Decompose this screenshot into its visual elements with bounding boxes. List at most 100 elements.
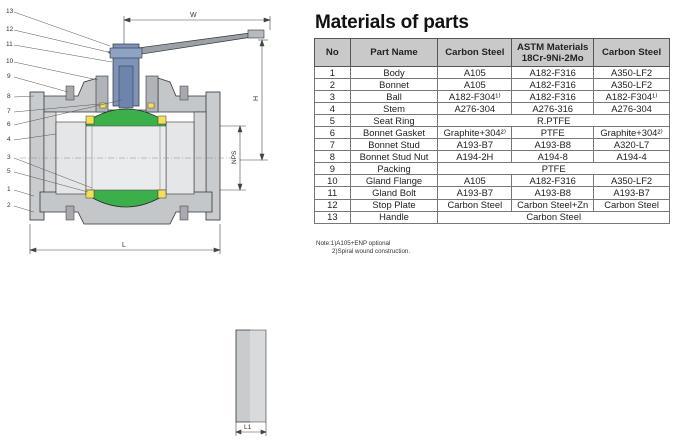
row-number-cell: 8 xyxy=(314,150,351,164)
row-number-cell: 6 xyxy=(314,126,351,140)
header-carbon-steel-low-temp: Carbon Steel xyxy=(593,38,670,67)
materials-title: Materials of parts xyxy=(315,12,469,33)
dim-l-label: L xyxy=(122,242,126,249)
seat-rings xyxy=(85,115,167,199)
carbon-steel-low-temp-cell: A276-304 xyxy=(593,102,670,116)
carbon-steel-low-temp-cell: A193-B7 xyxy=(593,186,670,200)
header-no: No xyxy=(314,38,351,67)
row-number-cell: 9 xyxy=(314,162,351,176)
part-name-cell: Gland Flange xyxy=(349,174,439,188)
weld-end-detail xyxy=(235,329,267,423)
carbon-steel-cell: A276-304 xyxy=(437,102,513,116)
part-name-cell: Bonnet xyxy=(349,78,439,92)
note-line-1: Note:1)A105+ENP optional xyxy=(316,240,391,247)
row-number-cell: 12 xyxy=(314,198,351,212)
part-name-cell: Stop Plate xyxy=(349,198,439,212)
part-name-cell: Seat Ring xyxy=(349,114,439,128)
dimension-nps xyxy=(220,125,246,191)
callout-8: 8 xyxy=(7,93,11,100)
stem xyxy=(109,43,143,109)
row-number-cell: 13 xyxy=(314,210,351,224)
carbon-steel-cell: A194-2H xyxy=(437,150,513,164)
carbon-steel-low-temp-cell: Carbon Steel xyxy=(593,198,670,212)
astm-material-cell: A193-B8 xyxy=(511,138,595,152)
callout-5: 5 xyxy=(7,168,11,175)
dimension-w xyxy=(123,16,271,46)
note-line-2: 2)Spiral wound construction. xyxy=(332,248,411,255)
part-name-cell: Bonnet Stud xyxy=(349,138,439,152)
callout-3: 3 xyxy=(7,154,11,161)
material-span-cell: Carbon Steel xyxy=(437,210,670,224)
bonnet xyxy=(39,75,213,113)
part-name-cell: Packing xyxy=(349,162,439,176)
body-bottom xyxy=(39,191,213,225)
carbon-steel-cell: Graphite+304²⁾ xyxy=(437,126,513,140)
carbon-steel-low-temp-cell: A320-L7 xyxy=(593,138,670,152)
part-name-cell: Handle xyxy=(349,210,439,224)
header-carbon-steel: Carbon Steel xyxy=(437,38,513,67)
astm-material-cell: A182-F316 xyxy=(511,65,595,80)
carbon-steel-low-temp-cell: Graphite+304²⁾ xyxy=(593,126,670,140)
carbon-steel-low-temp-cell: A350-LF2 xyxy=(593,174,670,188)
row-number-cell: 4 xyxy=(314,102,351,116)
part-name-cell: Ball xyxy=(349,90,439,104)
row-number-cell: 7 xyxy=(314,138,351,152)
astm-material-cell: A193-B8 xyxy=(511,186,595,200)
dimension-h xyxy=(240,39,268,161)
part-name-cell: Stem xyxy=(349,102,439,116)
callout-12: 12 xyxy=(6,26,14,33)
callout-4: 4 xyxy=(7,136,11,143)
part-name-cell: Gland Bolt xyxy=(349,186,439,200)
table-notes: Note:1)A105+ENP optional 2)Spiral wound … xyxy=(316,240,410,256)
dimension-l xyxy=(29,224,221,254)
dim-l1-label: L1 xyxy=(244,424,252,431)
row-number-cell: 10 xyxy=(314,174,351,188)
carbon-steel-cell: A182-F304¹⁾ xyxy=(437,90,513,104)
astm-material-cell: A276-316 xyxy=(511,102,595,116)
carbon-steel-cell: A193-B7 xyxy=(437,138,513,152)
row-number-cell: 2 xyxy=(314,78,351,92)
callout-6: 6 xyxy=(7,121,11,128)
table-header-row: No Part Name Carbon Steel ASTM Materials… xyxy=(314,38,670,67)
part-name-cell: Bonnet Stud Nut xyxy=(349,150,439,164)
part-name-cell: Bonnet Gasket xyxy=(349,126,439,140)
header-astm-materials: ASTM Materials 18Cr-9Ni-2Mo xyxy=(511,38,595,67)
astm-material-cell: A182-F316 xyxy=(511,90,595,104)
astm-material-cell: PTFE xyxy=(511,126,595,140)
row-number-cell: 11 xyxy=(314,186,351,200)
material-span-cell: R.PTFE xyxy=(437,114,670,128)
dimension-l1 xyxy=(235,422,267,436)
callout-7: 7 xyxy=(7,108,11,115)
carbon-steel-cell: A105 xyxy=(437,78,513,92)
carbon-steel-low-temp-cell: A182-F304¹⁾ xyxy=(593,90,670,104)
carbon-steel-low-temp-cell: A350-LF2 xyxy=(593,78,670,92)
carbon-steel-cell: Carbon Steel xyxy=(437,198,513,212)
callout-1: 1 xyxy=(7,186,11,193)
part-name-cell: Body xyxy=(349,65,439,80)
dim-nps-label: NPS xyxy=(231,150,238,164)
materials-table: No Part Name Carbon Steel ASTM Materials… xyxy=(314,38,670,224)
row-number-cell: 1 xyxy=(314,65,351,80)
valve-drawing: W H xyxy=(6,8,271,436)
header-part-name: Part Name xyxy=(349,38,439,67)
carbon-steel-low-temp-cell: A194-4 xyxy=(593,150,670,164)
carbon-steel-cell: A105 xyxy=(437,174,513,188)
callout-10: 10 xyxy=(6,58,14,65)
astm-material-cell: A182-F316 xyxy=(511,78,595,92)
astm-material-cell: A194-8 xyxy=(511,150,595,164)
callout-13: 13 xyxy=(6,8,14,15)
carbon-steel-low-temp-cell: A350-LF2 xyxy=(593,65,670,80)
astm-material-cell: A182-F316 xyxy=(511,174,595,188)
